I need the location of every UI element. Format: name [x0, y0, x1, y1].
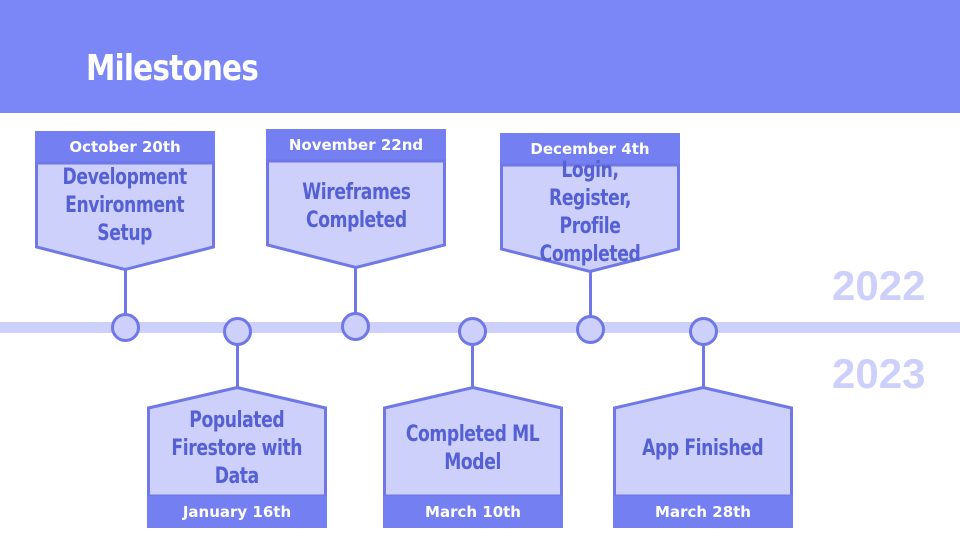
year-label-2023: 2023	[832, 350, 926, 397]
milestone-date: December 4th	[500, 133, 680, 165]
milestone-description: Wireframes Completed	[301, 180, 411, 233]
milestone-card: Populated Firestore with Data January 16…	[147, 385, 327, 528]
connector-line	[354, 267, 357, 313]
milestone-date: March 28th	[613, 496, 793, 528]
milestone-description: Login, Register, Profile Completed	[539, 158, 641, 267]
milestone-date: November 22nd	[266, 129, 446, 161]
milestone-date: January 16th	[147, 496, 327, 528]
milestone-card: December 4th Login, Register, Profile Co…	[500, 133, 680, 274]
timeline-node-mar-28	[689, 317, 718, 346]
milestone-card: Completed ML Model March 10th	[383, 385, 563, 528]
timeline-node-mar-10	[458, 317, 487, 346]
timeline-node-jan-16	[223, 317, 252, 346]
milestone-card: App Finished March 28th	[613, 385, 793, 528]
milestone-date: October 20th	[35, 131, 215, 163]
milestone-description: Populated Firestore with Data	[171, 408, 303, 489]
milestone-callout-shape	[266, 159, 446, 270]
milestone-description: App Finished	[642, 436, 764, 461]
timeline-node-oct-20	[111, 313, 140, 342]
timeline-node-nov-22	[341, 312, 370, 341]
connector-line	[124, 268, 127, 314]
connector-line	[702, 344, 705, 388]
milestone-description: Development Environment Setup	[62, 165, 188, 246]
milestone-callout-shape	[35, 161, 215, 272]
connector-line	[471, 344, 474, 388]
year-label-2022: 2022	[832, 262, 926, 309]
title-banner: Milestones	[0, 0, 960, 113]
milestone-card: October 20th Development Environment Set…	[35, 131, 215, 272]
slide-title: Milestones	[86, 48, 259, 89]
timeline-node-dec-4	[576, 315, 605, 344]
milestone-callout-shape	[500, 163, 680, 274]
milestone-card: November 22nd Wireframes Completed	[266, 129, 446, 270]
milestone-description: Completed ML Model	[406, 422, 540, 475]
milestone-date: March 10th	[383, 496, 563, 528]
connector-line	[236, 344, 239, 388]
connector-line	[589, 270, 592, 316]
